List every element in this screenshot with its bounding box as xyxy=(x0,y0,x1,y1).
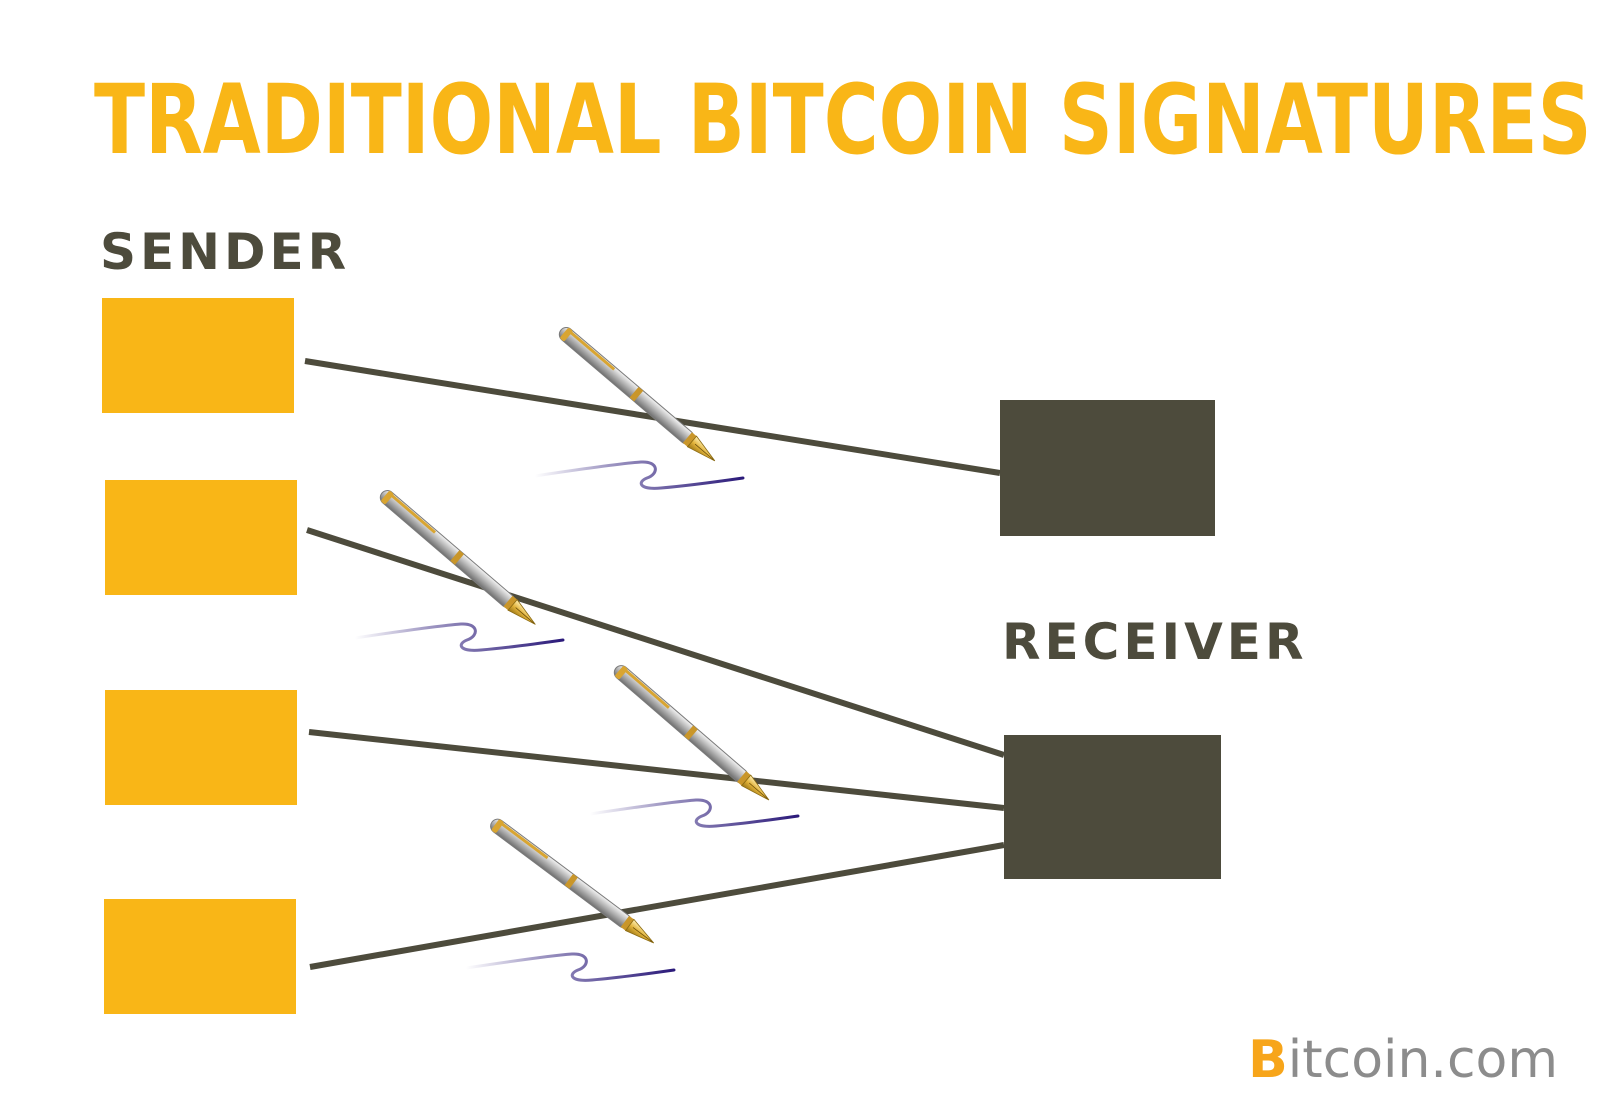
connection-line xyxy=(308,729,1005,811)
sender-box xyxy=(105,690,297,805)
receiver-label: RECEIVER xyxy=(1002,613,1308,671)
bitcoin-logo-text: itcoin.com xyxy=(1287,1030,1558,1090)
signature-icon xyxy=(533,460,745,490)
sender-label: SENDER xyxy=(100,223,351,281)
receiver-box xyxy=(1004,735,1221,879)
sender-box xyxy=(102,298,294,413)
connection-line xyxy=(306,527,1005,758)
signature-icon xyxy=(353,622,565,652)
sender-box xyxy=(105,480,297,595)
signature-icon xyxy=(464,952,676,982)
bitcoin-logo-b: B xyxy=(1248,1030,1288,1090)
bitcoin-com-logo: Bitcoin.com xyxy=(1248,1030,1558,1090)
sender-box xyxy=(104,899,296,1014)
pen-icon xyxy=(555,324,720,467)
signature-icon xyxy=(588,798,800,828)
pen-icon xyxy=(610,662,774,806)
receiver-box xyxy=(1000,400,1215,536)
connection-line xyxy=(309,842,1005,970)
